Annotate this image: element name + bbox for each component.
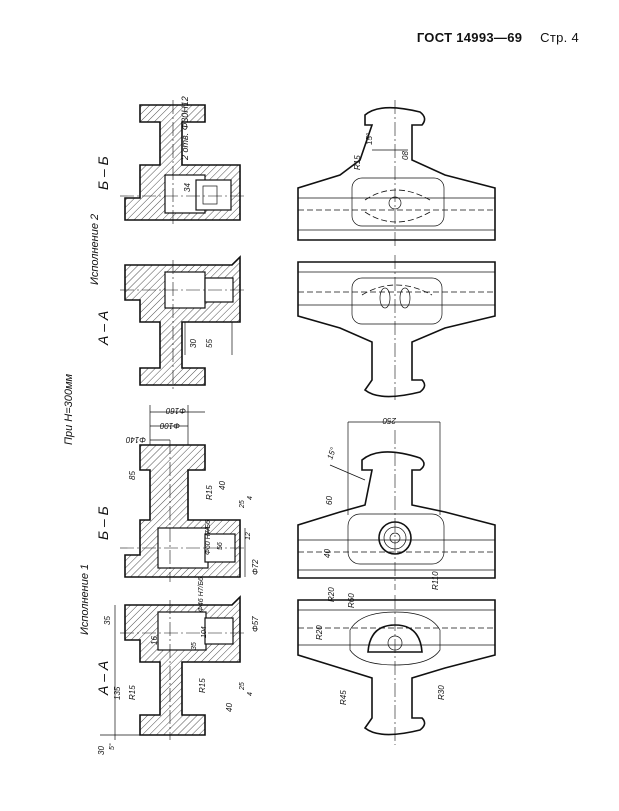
dim-40-bb1: 40 — [218, 481, 227, 490]
dim-40-aa1: 40 — [225, 703, 234, 712]
dim-4-bb1: 4 — [247, 496, 254, 500]
note-holes: 2 отв. Φ30Н12 — [180, 96, 190, 161]
dim-25-aa1: 25 — [239, 682, 246, 691]
dim-d72: Φ72 — [251, 559, 260, 575]
dim-r110: R110 — [431, 571, 440, 590]
dim-r15-bb1: R15 — [205, 485, 214, 500]
label-section-aa-2: А – А — [95, 311, 111, 346]
dim-12: 12 — [245, 532, 252, 540]
dim-r15-b: R15 — [198, 678, 207, 693]
label-section-aa-1: А – А — [95, 661, 111, 696]
label-section-bb-2: Б – Б — [95, 156, 111, 190]
dim-56: 56 — [217, 542, 224, 550]
dim-30-aa1: 30 — [97, 746, 106, 755]
dim-r15-plan2: R15 — [353, 155, 362, 170]
standard-number: ГОСТ 14993—69 — [416, 30, 523, 45]
dim-d140: Φ140 — [125, 435, 146, 444]
dim-104: 104 — [201, 626, 208, 638]
section-bb-variant1: Φ160 Φ100 Φ140 85 R15 40 25 Φ60 Н7/Б6 56… — [120, 405, 260, 582]
dim-d160: Φ160 — [165, 406, 186, 415]
section-aa-variant2: 30 55 — [120, 255, 245, 390]
dim-16: 16 — [150, 636, 159, 645]
plan-view-variant1-top: 250 15° 60 40 R110 — [297, 416, 496, 590]
page-number: Стр. 4 — [540, 30, 579, 45]
plan-view-variant1-bottom: R20 R60 R20 R45 R30 — [297, 587, 496, 745]
page-header: ГОСТ 14993—69 Стр. 4 — [417, 30, 579, 45]
dim-r20-a: R20 — [327, 587, 336, 602]
dim-d57: Φ57 — [251, 616, 260, 632]
dim-r30: R30 — [437, 685, 446, 700]
dim-35-b: 35 — [191, 642, 198, 650]
dim-250: 250 — [382, 416, 397, 425]
dim-4-aa1: 4 — [247, 692, 254, 696]
dim-85: 85 — [128, 471, 137, 480]
dim-34: 34 — [183, 183, 192, 192]
dim-5deg: 5° — [108, 743, 116, 750]
dim-r45: R45 — [339, 690, 348, 705]
heading-h300: При Н=300мм — [63, 373, 75, 445]
plan-view-variant2-top: R15 15° 08 — [297, 100, 496, 248]
dim-25-bb1: 25 — [239, 500, 246, 509]
dim-d60: Φ60 Н7/Б6 — [205, 520, 212, 555]
dim-d46: Φ46 Н7/Б6 — [198, 577, 205, 612]
dim-135: 135 — [113, 686, 122, 700]
dim-15deg-plan1: 15° — [325, 445, 338, 460]
section-aa-variant1: 35 135 R15 30 5° 16 35 104 Φ46 Н7/Б6 Φ57… — [97, 577, 260, 755]
dim-r20-b: R20 — [315, 625, 324, 640]
label-variant-2: Исполнение 2 — [89, 214, 101, 285]
dim-30-aa2: 30 — [189, 339, 198, 348]
section-bb-variant2: 2 отв. Φ30Н12 34 — [120, 96, 245, 225]
plan-view-variant2-bottom — [297, 255, 496, 400]
dim-08: 08 — [401, 151, 410, 160]
label-section-bb-1: Б – Б — [95, 506, 111, 540]
dim-15deg-plan2: 15° — [365, 132, 374, 145]
dim-40-plan1: 40 — [323, 549, 332, 558]
dim-60: 60 — [325, 496, 334, 505]
dim-35-a: 35 — [103, 616, 112, 625]
dim-55: 55 — [205, 339, 214, 348]
label-variant-1: Исполнение 1 — [79, 564, 91, 635]
dim-r60: R60 — [347, 593, 356, 608]
dim-r15-a: R15 — [128, 685, 137, 700]
dim-d100: Φ100 — [159, 421, 180, 430]
